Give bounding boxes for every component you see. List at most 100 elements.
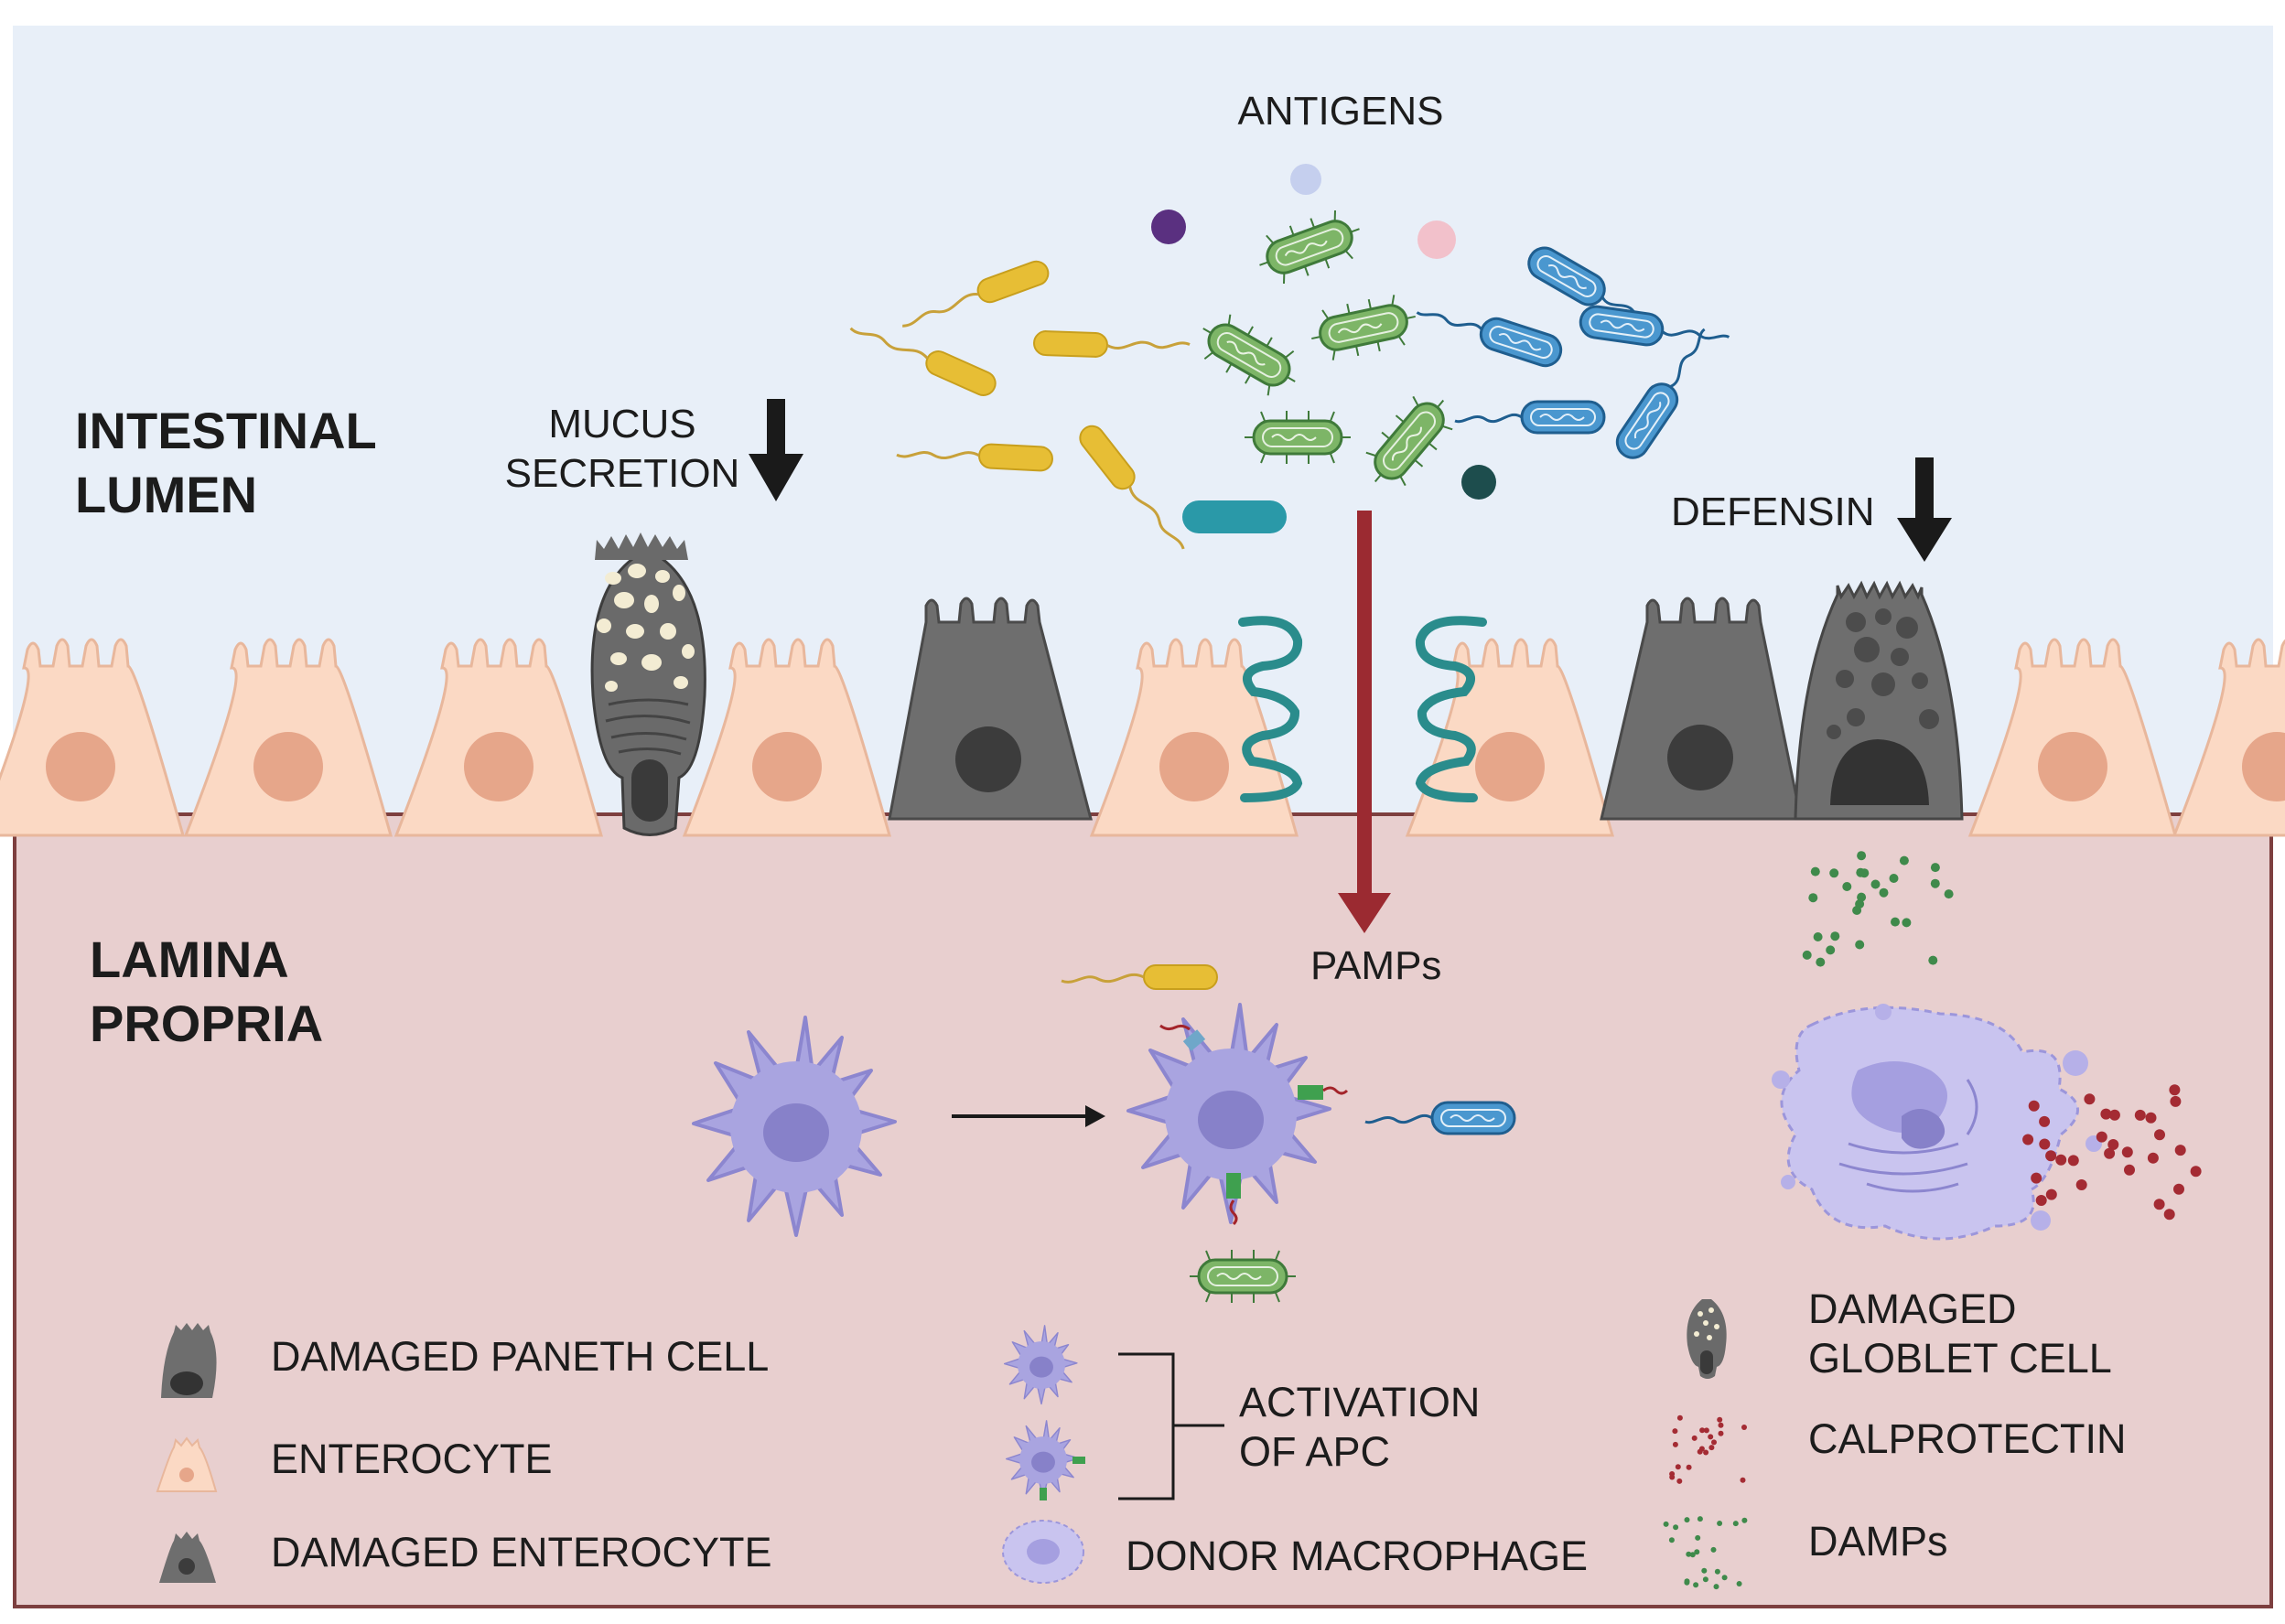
damps-particle	[1889, 874, 1899, 883]
calprotectin-particle	[1708, 1445, 1715, 1451]
calprotectin-particle	[1676, 1478, 1683, 1484]
legend-calprotectin-icon	[1669, 1414, 1747, 1484]
legend-damps-label: DAMPs	[1808, 1518, 1948, 1565]
damps-particle	[1930, 878, 1940, 888]
damaged-enterocyte	[1600, 597, 1803, 821]
calprotectin-particle	[2031, 1172, 2042, 1184]
damaged-enterocyte	[888, 597, 1093, 821]
damps-particles	[1802, 851, 1954, 967]
legend-paneth-icon	[161, 1323, 217, 1398]
damps-particle	[1902, 918, 1912, 928]
damps-particle	[1808, 893, 1818, 903]
damps-particle	[1859, 868, 1870, 878]
calprotectin-particle	[1717, 1416, 1723, 1423]
lamina-propria-label: LAMINA	[90, 930, 289, 988]
calprotectin-particle	[1691, 1435, 1698, 1441]
calprotectin-particle	[2163, 1209, 2175, 1221]
damps-particle	[1891, 917, 1900, 927]
damps-particle	[1928, 955, 1938, 965]
calprotectin-particle	[1672, 1428, 1678, 1435]
calprotectin-particle	[2096, 1131, 2107, 1143]
damps-particle	[1857, 851, 1867, 861]
calprotectin-particle	[2145, 1112, 2157, 1124]
epithelial-layer	[0, 532, 2285, 837]
calprotectin-particle	[1718, 1422, 1724, 1428]
calprotectin-particle	[2154, 1129, 2165, 1141]
intestinal-lumen-label: INTESTINAL	[75, 402, 377, 459]
pamps-label: PAMPs	[1310, 943, 1441, 988]
calprotectin-particle	[1699, 1427, 1706, 1434]
calprotectin-particle	[2104, 1147, 2116, 1159]
calprotectin-particle	[2039, 1138, 2051, 1150]
damps-particle	[1826, 945, 1836, 955]
legend-donor-macrophage-icon	[1002, 1520, 1084, 1584]
calprotectin-particle	[2170, 1095, 2182, 1107]
damps-particle	[1899, 855, 1909, 866]
legend-damaged-enterocyte-label: DAMAGED ENTEROCYTE	[271, 1529, 772, 1576]
damps-particle	[1870, 879, 1881, 889]
damps-particle	[1816, 957, 1826, 967]
damps-particle	[1732, 1521, 1739, 1527]
calprotectin-particle	[1718, 1430, 1724, 1436]
legend: DAMAGED PANETH CELL ENTEROCYTE DAMAGED E…	[156, 1285, 2127, 1590]
pattern-recognition-receptor	[1159, 1024, 1349, 1226]
donor-macrophage	[1772, 1004, 2102, 1241]
damps-particle	[1717, 1521, 1723, 1526]
legend-activation-label: ACTIVATION	[1239, 1379, 1480, 1425]
damps-particle	[1686, 1551, 1692, 1557]
calprotectin-particle	[2035, 1195, 2047, 1206]
legend-donor-macrophage-label: DONOR MACROPHAGE	[1126, 1533, 1588, 1579]
damps-particle	[1944, 889, 1954, 899]
antigen-particle	[1182, 500, 1287, 533]
damps-particle	[1694, 1549, 1700, 1555]
damps-particle	[1693, 1582, 1699, 1588]
legend-enterocyte-icon	[156, 1436, 218, 1492]
calprotectin-particle	[2153, 1199, 2165, 1210]
damps-particle	[1930, 863, 1940, 873]
calprotectin-particle	[2124, 1164, 2135, 1176]
defensin-label: DEFENSIN	[1671, 489, 1874, 534]
calprotectin-particle	[2022, 1134, 2034, 1145]
calprotectin-particle	[2147, 1152, 2159, 1164]
legend-damaged-goblet-label-line2: GLOBLET CELL	[1808, 1335, 2112, 1382]
damps-particle	[1702, 1576, 1708, 1583]
calprotectin-particle	[2039, 1115, 2051, 1127]
legend-damaged-enterocyte-icon	[159, 1532, 216, 1583]
calprotectin-particle	[2075, 1179, 2087, 1190]
mucus-secretion-label-line2: SECRETION	[505, 451, 740, 496]
damps-particle	[1879, 887, 1889, 898]
calprotectin-particle	[1740, 1477, 1746, 1483]
legend-calprotectin-label: CALPROTECTIN	[1808, 1415, 2127, 1462]
damaged-goblet-cell	[590, 532, 706, 836]
calprotectin-particle	[2045, 1188, 2057, 1200]
damps-particle	[1714, 1568, 1720, 1575]
calprotectin-particle	[1672, 1441, 1678, 1447]
calprotectin-particle	[1675, 1464, 1681, 1470]
damps-particle	[1810, 866, 1820, 877]
mucus-down-arrow	[749, 399, 803, 501]
legend-activation-label-line2: OF APC	[1239, 1428, 1390, 1475]
damps-particle	[1830, 931, 1840, 941]
damps-particle	[1668, 1537, 1675, 1543]
calprotectin-particle	[2108, 1109, 2120, 1121]
lamina-propria-label-line2: PROPRIA	[90, 995, 323, 1052]
damps-particle	[1842, 882, 1852, 891]
damps-particle	[1857, 892, 1867, 902]
tight-junction-proteins	[1238, 616, 1487, 802]
calprotectin-particle	[2084, 1093, 2096, 1105]
intestinal-lumen-label-line2: LUMEN	[75, 466, 257, 523]
legend-damps-icon	[1663, 1516, 1748, 1590]
calprotectin-particle	[2134, 1109, 2146, 1121]
calprotectin-particle	[1697, 1448, 1703, 1455]
calprotectin-particle	[1711, 1439, 1717, 1446]
legend-enterocyte-label: ENTEROCYTE	[271, 1436, 553, 1482]
damps-particle	[1829, 868, 1839, 878]
activated-apc	[1126, 1003, 1349, 1226]
damps-particle	[1684, 1579, 1690, 1586]
damps-particle	[1721, 1575, 1728, 1581]
damps-particle	[1741, 1517, 1748, 1523]
calprotectin-particle	[1669, 1474, 1676, 1480]
calprotectin-particle	[1708, 1434, 1714, 1440]
antigen-particle	[1417, 220, 1456, 259]
